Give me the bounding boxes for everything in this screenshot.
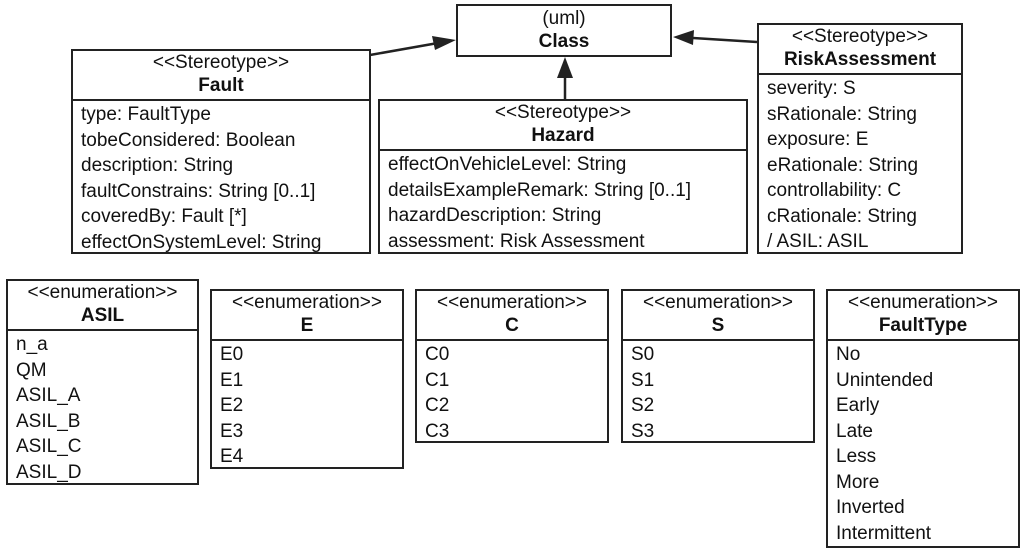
enum-literal: E2 <box>220 395 244 416</box>
asil-enum-header: <<enumeration>> ASIL <box>8 281 197 331</box>
extension-arrow-riskassessment <box>673 30 758 45</box>
hazard-attribute: detailsExampleRemark: String [0..1] <box>388 179 692 201</box>
s-enum-box: <<enumeration>> S S0 S1 S2 S3 <box>621 289 815 443</box>
riskassessment-name: RiskAssessment <box>783 49 937 70</box>
extension-arrow-hazard <box>557 57 573 99</box>
c-stereotype: <<enumeration>> <box>436 292 587 313</box>
enum-literal: Unintended <box>836 369 934 391</box>
asil-name: ASIL <box>80 305 125 326</box>
hazard-attribute: effectOnVehicleLevel: String <box>388 154 627 175</box>
fault-attribute: tobeConsidered: Boolean <box>81 129 296 151</box>
hazard-class-box: <<Stereotype>> Hazard effectOnVehicleLev… <box>378 99 748 254</box>
enum-literal: S2 <box>631 395 655 416</box>
enum-literal: S1 <box>631 369 655 391</box>
uml-class-box: (uml) Class <box>456 4 672 57</box>
uml-class-stereotype: (uml) <box>542 8 586 29</box>
e-enum-box: <<enumeration>> E E0 E1 E2 E3 E4 <box>210 289 404 469</box>
fault-name: Fault <box>198 75 244 96</box>
enum-literal: ASIL_D <box>16 461 82 483</box>
enum-literal: Inverted <box>836 497 905 518</box>
faulttype-enum-box: <<enumeration>> FaultType No Unintended … <box>826 289 1020 548</box>
hazard-attributes: effectOnVehicleLevel: String detailsExam… <box>380 151 746 254</box>
enum-literal: Less <box>836 446 877 467</box>
fault-attribute: type: FaultType <box>81 104 211 125</box>
fault-attribute: coveredBy: Fault [*] <box>81 206 247 227</box>
s-enum-header: <<enumeration>> S <box>623 291 813 341</box>
enum-literal: ASIL_A <box>16 385 81 406</box>
riskassessment-attribute: / ASIL: ASIL <box>767 231 869 252</box>
enum-literal: E0 <box>220 344 244 365</box>
hazard-name: Hazard <box>531 125 595 146</box>
riskassessment-attribute: cRationale: String <box>767 205 917 227</box>
enum-literal: ASIL_C <box>16 436 82 457</box>
riskassessment-stereotype: <<Stereotype>> <box>791 26 929 47</box>
c-name: C <box>505 315 519 336</box>
hazard-class-header: <<Stereotype>> Hazard <box>380 101 746 151</box>
enum-literal: Late <box>836 420 873 442</box>
riskassessment-attribute: controllability: C <box>767 180 902 201</box>
enum-literal: n_a <box>16 334 48 355</box>
fault-stereotype: <<Stereotype>> <box>152 52 290 73</box>
uml-class-name: Class <box>538 31 590 52</box>
enum-literal: ASIL_B <box>16 410 81 432</box>
riskassessment-class-header: <<Stereotype>> RiskAssessment <box>759 25 961 75</box>
enum-literal: More <box>836 471 880 493</box>
asil-literals: n_a QM ASIL_A ASIL_B ASIL_C ASIL_D <box>8 331 197 485</box>
fault-class-header: <<Stereotype>> Fault <box>73 51 369 101</box>
riskassessment-attribute: sRationale: String <box>767 103 917 125</box>
fault-attribute: faultConstrains: String [0..1] <box>81 180 316 202</box>
hazard-attribute: hazardDescription: String <box>388 205 602 226</box>
riskassessment-attribute: eRationale: String <box>767 154 919 176</box>
riskassessment-attribute: exposure: E <box>767 129 869 150</box>
faulttype-name: FaultType <box>878 315 968 336</box>
fault-attributes: type: FaultType tobeConsidered: Boolean … <box>73 101 369 255</box>
enum-literal: No <box>836 344 861 365</box>
enum-literal: E4 <box>220 446 244 467</box>
e-name: E <box>300 315 314 336</box>
enum-literal: C0 <box>425 344 450 365</box>
c-literals: C0 C1 C2 C3 <box>417 341 607 444</box>
fault-class-box: <<Stereotype>> Fault type: FaultType tob… <box>71 49 371 254</box>
e-enum-header: <<enumeration>> E <box>212 291 402 341</box>
enum-literal: C2 <box>425 395 450 416</box>
enum-literal: C1 <box>425 369 450 391</box>
e-literals: E0 E1 E2 E3 E4 <box>212 341 402 470</box>
enum-literal: E3 <box>220 420 244 442</box>
faulttype-enum-header: <<enumeration>> FaultType <box>828 291 1018 341</box>
s-stereotype: <<enumeration>> <box>642 292 793 313</box>
asil-stereotype: <<enumeration>> <box>27 282 178 303</box>
fault-attribute: description: String <box>81 155 234 176</box>
riskassessment-class-box: <<Stereotype>> RiskAssessment severity: … <box>757 23 963 254</box>
hazard-attribute: assessment: Risk Assessment <box>388 230 645 252</box>
enum-literal: S0 <box>631 344 655 365</box>
enum-literal: Intermittent <box>836 522 932 544</box>
enum-literal: E1 <box>220 369 244 391</box>
c-enum-header: <<enumeration>> C <box>417 291 607 341</box>
c-enum-box: <<enumeration>> C C0 C1 C2 C3 <box>415 289 609 443</box>
e-stereotype: <<enumeration>> <box>231 292 382 313</box>
faulttype-literals: No Unintended Early Late Less More Inver… <box>828 341 1018 546</box>
enum-literal: Early <box>836 395 880 416</box>
riskassessment-attributes: severity: S sRationale: String exposure:… <box>759 75 961 255</box>
riskassessment-attribute: severity: S <box>767 78 856 99</box>
fault-attribute: effectOnSystemLevel: String <box>81 231 322 253</box>
s-literals: S0 S1 S2 S3 <box>623 341 813 444</box>
enum-literal: QM <box>16 359 47 381</box>
enum-literal: C3 <box>425 420 450 442</box>
s-name: S <box>711 315 725 336</box>
faulttype-stereotype: <<enumeration>> <box>847 292 998 313</box>
hazard-stereotype: <<Stereotype>> <box>494 102 632 123</box>
extension-arrow-fault <box>369 36 456 57</box>
asil-enum-box: <<enumeration>> ASIL n_a QM ASIL_A ASIL_… <box>6 279 199 485</box>
enum-literal: S3 <box>631 420 655 442</box>
